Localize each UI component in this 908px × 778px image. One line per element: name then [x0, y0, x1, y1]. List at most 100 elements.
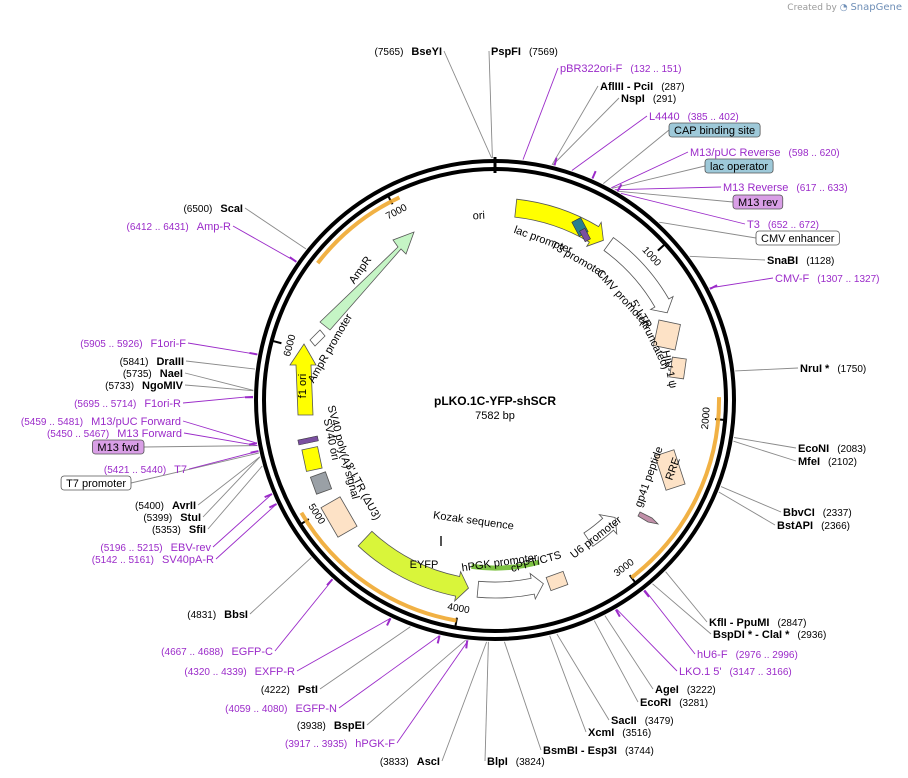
label-num-bbsi: (4831) — [187, 610, 216, 621]
label-num-t3: (652 .. 672) — [768, 220, 819, 231]
primer-mark-13 — [248, 442, 258, 446]
label-num-bsmbi: (3744) — [625, 746, 654, 757]
label-name-pspfi: PspFI — [491, 46, 521, 58]
label-name-egfpc: EGFP-C — [231, 646, 273, 658]
feature-cppt — [545, 570, 569, 592]
orf-arc-puro — [471, 559, 540, 571]
label-num-hu6f: (2976 .. 2996) — [736, 650, 798, 661]
leader-ampr — [232, 225, 297, 263]
leader-agei — [604, 615, 654, 690]
tick-mark-6000 — [271, 339, 282, 345]
label-num-exfpr: (4320 .. 4339) — [184, 667, 246, 678]
label-avrii: AvrII(5400) — [135, 500, 196, 512]
label-name-t7prom: T7 promoter — [66, 478, 126, 490]
label-xcmi: XcmI (3516) — [588, 727, 651, 739]
label-m13rev: M13 Reverse(617 .. 633) — [723, 182, 848, 194]
label-num-bseyi: (7565) — [375, 47, 404, 58]
snapgene-logo-icon: ◔ — [839, 3, 848, 13]
feature-gp41 — [637, 511, 660, 525]
label-name-t7: T7 — [174, 464, 187, 476]
label-m13puc: M13/pUC Reverse(598 .. 620) — [690, 147, 840, 159]
label-num-pbr322: (132 .. 151) — [630, 64, 681, 75]
feature-ampr — [319, 231, 415, 331]
feature-hpgk-promoter — [476, 572, 544, 601]
leader-m13pucf — [182, 420, 258, 444]
label-name-m13fwd: M13 Forward — [117, 428, 182, 440]
primer-mark-12 — [250, 450, 259, 454]
label-cmvenh: CMV enhancer — [755, 230, 840, 246]
label-scai: ScaI(6500) — [183, 203, 243, 215]
feature-5ltr — [653, 319, 681, 351]
label-num-f1orir: (5695 .. 5714) — [74, 399, 136, 410]
primer-mark-16 — [289, 256, 297, 263]
label-m13pucf: M13/pUC Forward(5459 .. 5481) — [21, 416, 181, 428]
label-num-bstapi: (2366) — [821, 521, 850, 532]
label-num-stui: (5399) — [143, 513, 172, 524]
leader-sacii — [556, 633, 610, 721]
leader-lacop — [612, 165, 706, 189]
primer-mark-9 — [326, 578, 334, 586]
leader-hu6f — [644, 589, 696, 655]
primer-mark-3 — [709, 284, 718, 290]
feature-label-gp41: gp41 peptide — [633, 445, 666, 509]
label-bsmbi: BsmBI - Esp3I (3744) — [543, 745, 654, 757]
label-num-sacii: (3479) — [645, 716, 674, 727]
feature-ampr-promoter — [309, 329, 326, 347]
label-pbr322: pBR322ori-F(132 .. 151) — [560, 63, 682, 75]
label-num-agei: (3222) — [687, 685, 716, 696]
primer-mark-4 — [643, 589, 650, 598]
label-lko: LKO.1 5'(3147 .. 3166) — [679, 666, 792, 678]
label-box-lacop — [704, 158, 774, 174]
label-num-m13rev: (617 .. 633) — [796, 183, 847, 194]
leader-nspi — [552, 97, 620, 166]
label-mfei: MfeI(2102) — [798, 456, 857, 468]
label-econi: EcoNI(2083) — [798, 443, 866, 455]
leader-pbr322 — [522, 67, 559, 160]
label-num-t7: (5421 .. 5440) — [104, 465, 166, 476]
leader-psti — [319, 626, 411, 690]
label-num-mfei: (2102) — [828, 457, 857, 468]
label-ebvrev: EBV-rev(5196 .. 5215) — [100, 542, 211, 554]
leader-sfii — [207, 465, 263, 530]
label-box-capbs — [668, 122, 761, 138]
label-name-xcmi: XcmI — [588, 727, 614, 739]
label-name-sv40pa: SV40pA-R — [162, 554, 214, 566]
label-leader-lines — [130, 50, 799, 762]
label-name-nrui: NruI * — [800, 363, 830, 375]
label-sfii: SfiI(5353) — [152, 524, 206, 536]
label-sacii: SacII (3479) — [611, 715, 674, 727]
label-bseyi: BseYI(7565) — [375, 46, 442, 58]
orf-arc-hiv — [630, 397, 722, 580]
label-name-sacii: SacII — [611, 715, 637, 727]
leader-f1orif — [187, 342, 258, 355]
feature-sv40-ori — [301, 446, 323, 472]
leader-bspdi — [652, 583, 712, 635]
leader-cmvf — [709, 277, 774, 289]
primer-mark-1 — [591, 170, 597, 179]
primer-mark-0 — [553, 157, 558, 166]
primer-mark-2 — [616, 183, 623, 192]
label-nrui: NruI *(1750) — [800, 363, 866, 375]
label-name-agei: AgeI — [655, 684, 679, 696]
label-num-xcmi: (3516) — [622, 728, 651, 739]
tick-mark-4000 — [454, 617, 458, 628]
label-num-avrii: (5400) — [135, 501, 164, 512]
leader-blpi — [484, 641, 489, 762]
leader-egfpc — [274, 579, 334, 652]
label-name-m13revbox: M13 rev — [738, 197, 778, 209]
label-name-bsmbi: BsmBI - Esp3I — [543, 745, 617, 757]
primer-mark-5 — [614, 609, 621, 618]
label-name-ebvrev: EBV-rev — [171, 542, 212, 554]
label-num-ampr: (6412 .. 6431) — [127, 222, 189, 233]
label-aflIII: AflIII - PciI(287) — [600, 81, 685, 93]
label-name-aflIII: AflIII - PciI — [600, 81, 653, 93]
feature-label-f1ori: f1 ori — [297, 374, 309, 398]
label-num-ngomiv: (5733) — [105, 381, 134, 392]
label-t3: T3(652 .. 672) — [747, 219, 819, 231]
leader-l4440 — [571, 115, 648, 171]
label-egfpc: EGFP-C (4667 .. 4688) — [161, 646, 273, 658]
label-box-m13fwdbox — [92, 439, 145, 455]
leader-f1orir — [182, 395, 254, 404]
label-num-egfpc: (4667 .. 4688) — [161, 647, 223, 658]
